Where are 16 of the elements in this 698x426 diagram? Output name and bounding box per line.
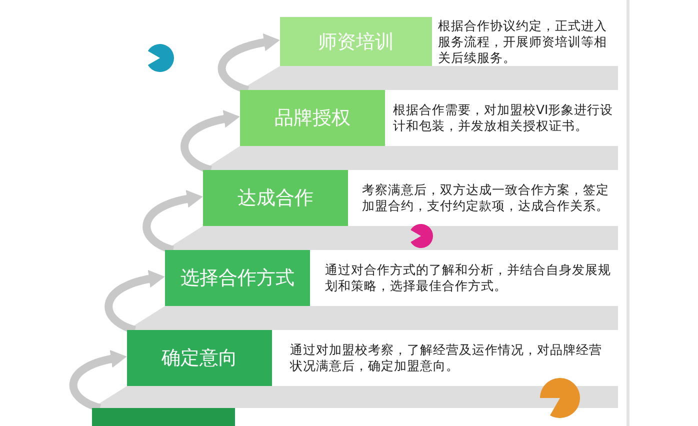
step-box: 确定意向: [127, 330, 272, 386]
step-box: 选择合作方式: [165, 250, 310, 306]
step-description: 通过对加盟校考察，了解经营及运作情况，对品牌经营状况满意后，确定加盟意向。: [290, 342, 603, 374]
curved-arrow: [218, 34, 280, 94]
step-description: 根据合作协议约定，正式进入服务流程，开展师资培训等相关后续服务。: [438, 18, 608, 66]
step-description: 通过对合作方式的了解和分析，并结合自身发展规划和策略，选择最佳合作方式。: [325, 262, 612, 294]
step-description: 考察满意后，双方达成一致合作方案，签定加盟合约，支付约定款项，达成合作关系。: [362, 182, 610, 214]
step-description: 根据合作需要，对加盟校VI形象进行设计和包装，并发放相关授权证书。: [393, 102, 614, 134]
step-box: 师资培训: [280, 17, 432, 66]
step-box: 品牌授权: [240, 90, 385, 146]
step-box: 达成合作: [203, 170, 348, 226]
curved-arrow: [104, 270, 165, 334]
step-box: [92, 408, 235, 426]
curved-arrow: [180, 110, 240, 174]
curved-arrow: [142, 190, 203, 254]
curved-arrow: [70, 350, 127, 412]
